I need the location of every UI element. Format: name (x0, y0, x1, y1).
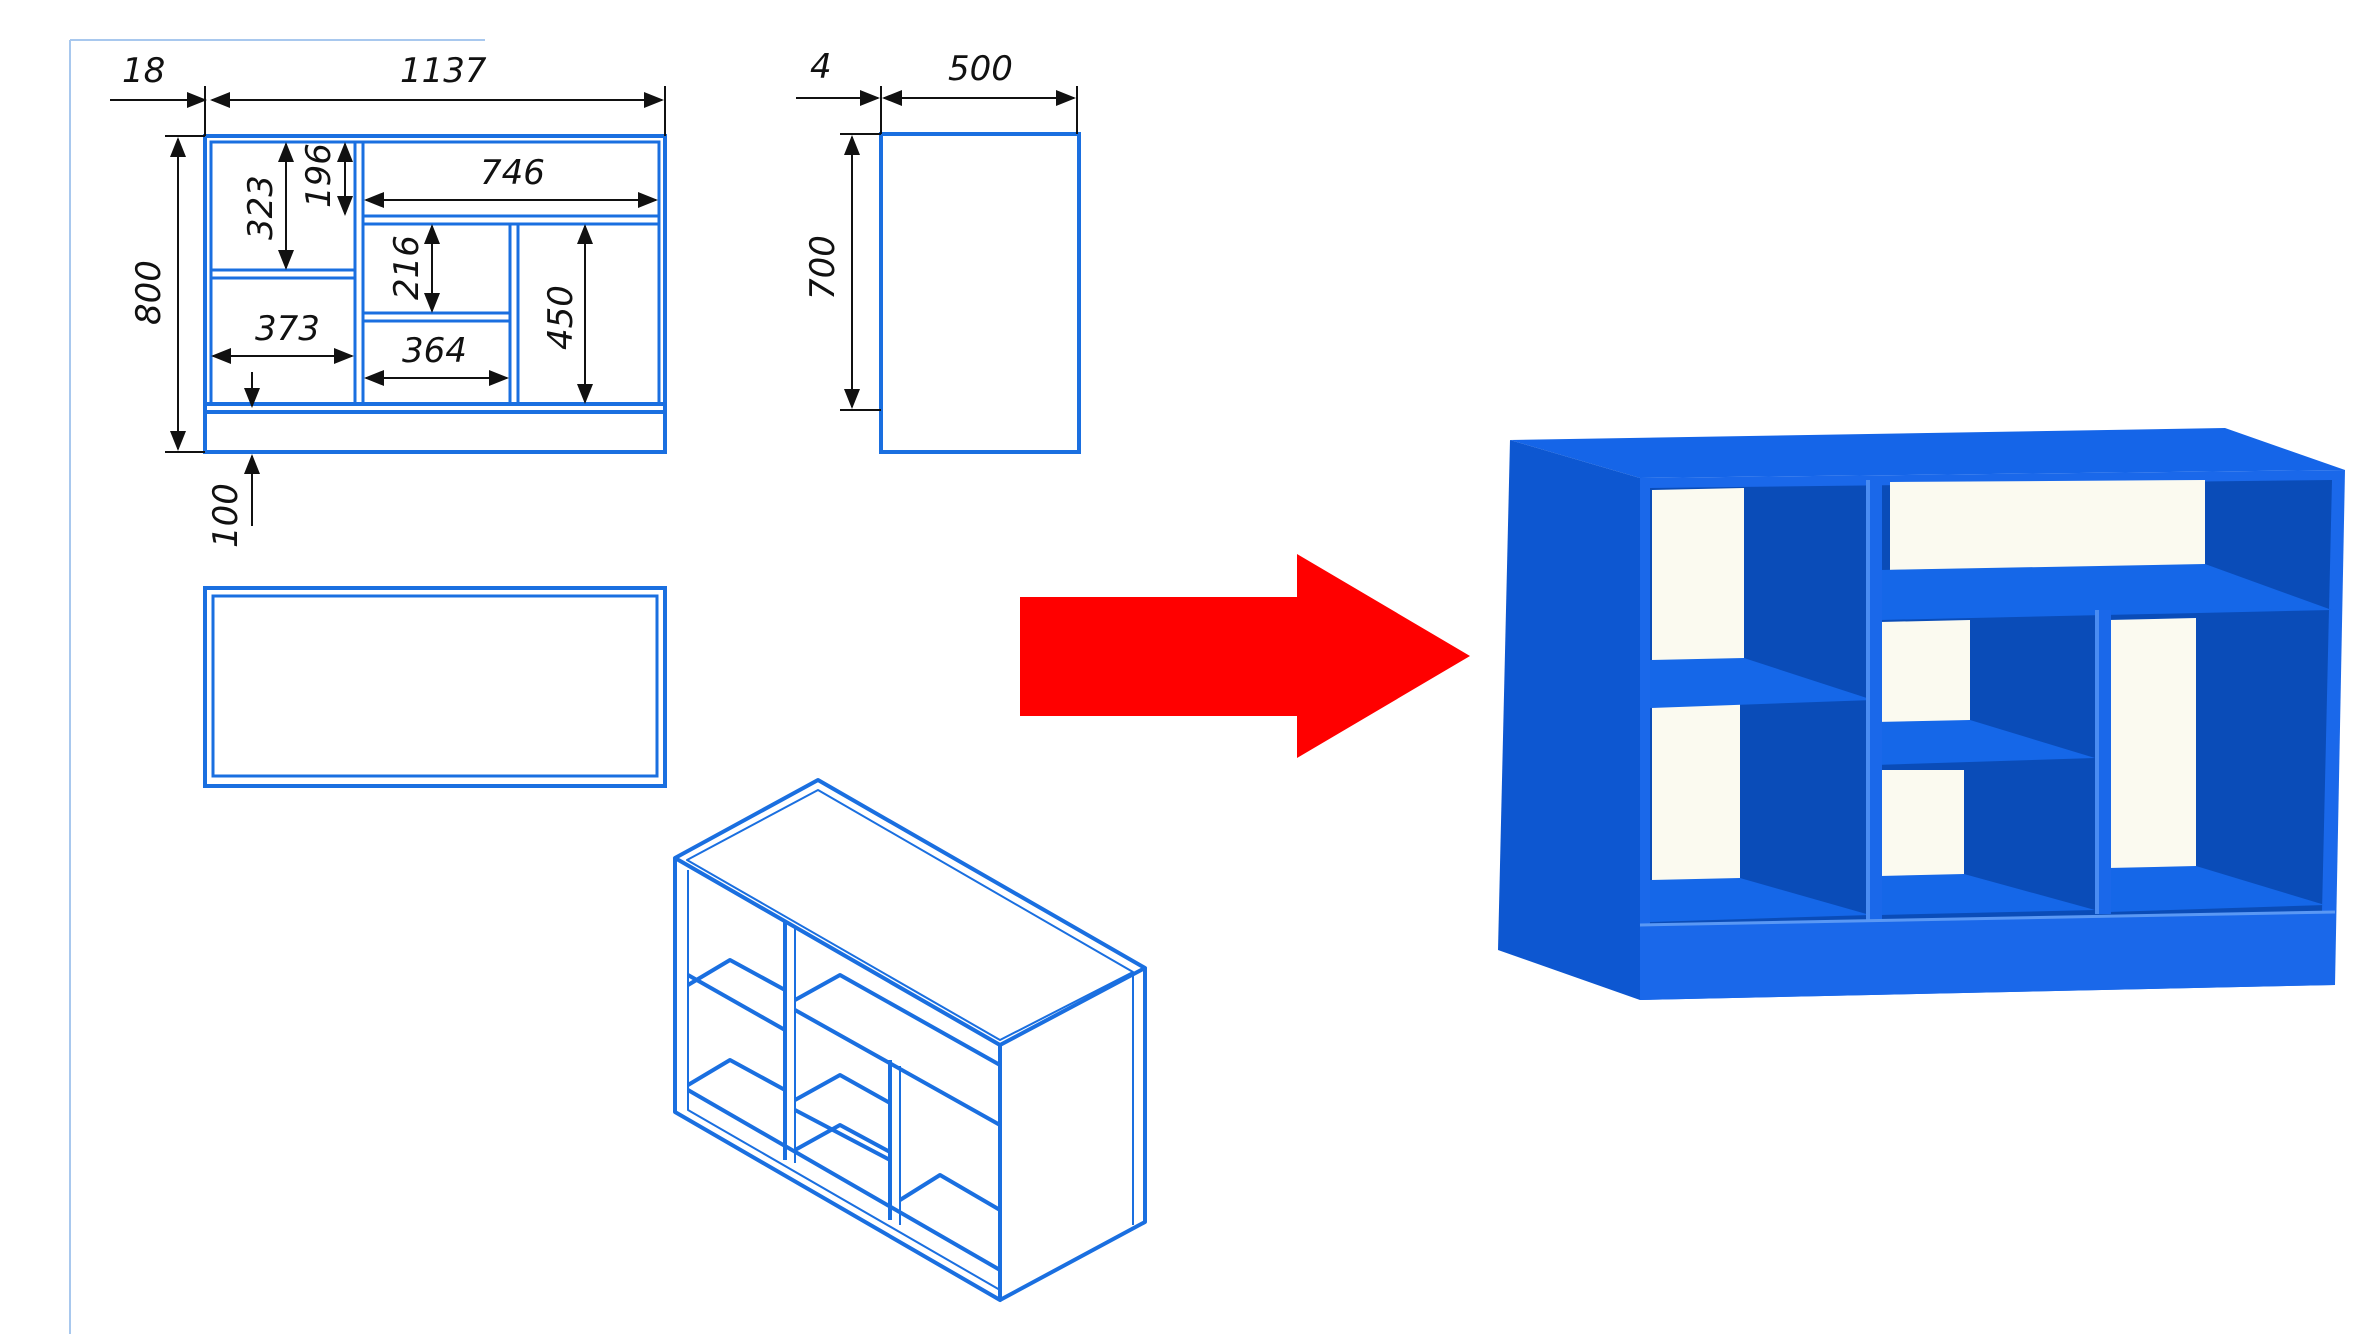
dim-label-373: 373 (255, 309, 320, 349)
dim-label-1137: 1137 (400, 51, 487, 91)
dim-label-746: 746 (480, 153, 545, 193)
dim-label-18: 18 (122, 51, 165, 91)
dim-label-364: 364 (402, 331, 467, 371)
dim-label-323: 323 (241, 175, 281, 240)
dim-label-196: 196 (299, 143, 339, 208)
dim-label-4: 4 (810, 47, 832, 87)
front-dimension-lines (110, 86, 666, 526)
front-view (203, 134, 667, 454)
dim-label-500: 500 (948, 49, 1013, 89)
dim-label-100: 100 (206, 483, 246, 548)
sheet-frame (69, 39, 485, 1334)
dim-label-216: 216 (387, 235, 427, 300)
side-view: 4 500 700 (796, 47, 1081, 454)
front-dimension-labels: 18 1137 800 323 196 746 216 450 373 364 … (122, 51, 581, 548)
dim-label-800: 800 (129, 260, 169, 325)
top-view (203, 586, 667, 788)
red-arrow-icon (1020, 554, 1470, 758)
dim-label-700: 700 (803, 235, 843, 300)
isometric-wireframe (673, 778, 1147, 1302)
dim-label-450: 450 (541, 285, 581, 350)
cabinet-3d-model (1498, 428, 2345, 1000)
